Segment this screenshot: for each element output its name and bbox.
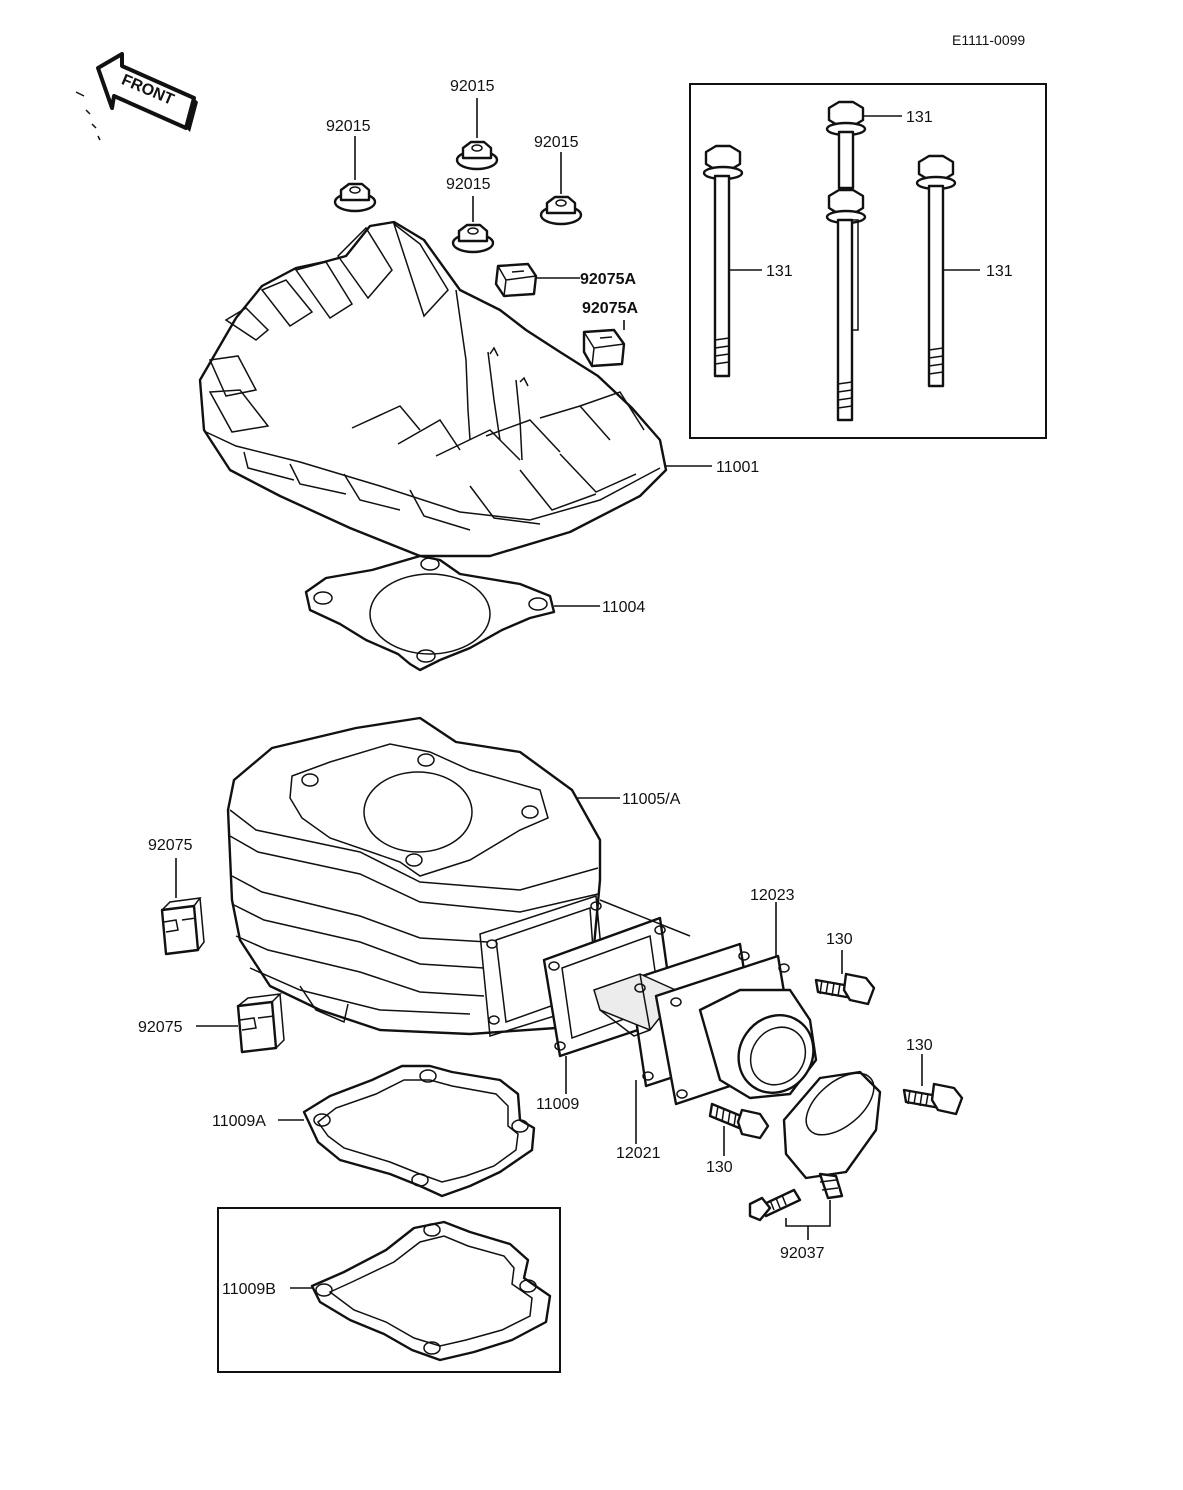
label-130-lower: 130 — [706, 1159, 733, 1176]
label-130-upper: 130 — [826, 931, 853, 948]
label-92075A-upper: 92075A — [580, 271, 636, 288]
label-92015-left: 92015 — [326, 118, 371, 135]
rubber-damper-icon — [236, 992, 285, 1054]
cylinder-head-part — [198, 220, 668, 558]
document-code: E1111-0099 — [952, 32, 1025, 48]
label-92037: 92037 — [780, 1245, 825, 1262]
stud-bolt-icon — [825, 188, 867, 422]
label-11005A: 11005/A — [622, 791, 681, 808]
label-12023: 12023 — [750, 887, 795, 904]
flange-nut-icon — [451, 223, 495, 254]
cylinder-block-part — [226, 716, 607, 1037]
screw-icon — [708, 1102, 770, 1140]
intake-pipe-part — [654, 954, 818, 1106]
label-92015-top: 92015 — [450, 78, 495, 95]
stud-bolt-icon — [915, 154, 957, 388]
label-131-top: 131 — [906, 109, 933, 126]
screw-icon — [814, 972, 876, 1006]
flange-nut-icon — [539, 195, 583, 226]
label-11004: 11004 — [602, 599, 645, 616]
label-92075-upper: 92075 — [148, 837, 193, 854]
label-92015-right: 92015 — [534, 134, 579, 151]
stud-bolt-icon — [825, 100, 867, 190]
label-131-right: 131 — [986, 263, 1013, 280]
screw-icon — [748, 1188, 802, 1222]
alt-gasket-frame — [217, 1207, 561, 1373]
label-92075-lower: 92075 — [138, 1019, 183, 1036]
base-gasket-b-part — [310, 1220, 552, 1362]
label-12021: 12021 — [616, 1145, 661, 1162]
rubber-damper-icon — [160, 897, 205, 956]
label-130-right: 130 — [906, 1037, 933, 1054]
front-arrow-icon: FRONT — [75, 52, 198, 141]
label-131-left: 131 — [766, 263, 793, 280]
head-gasket-part — [304, 554, 556, 672]
label-11009: 11009 — [536, 1096, 579, 1113]
flange-nut-icon — [455, 140, 499, 171]
rubber-damper-icon — [494, 262, 538, 298]
flange-nut-icon — [333, 182, 377, 213]
base-gasket-a-part — [302, 1064, 536, 1198]
label-92015-center: 92015 — [446, 176, 491, 193]
label-11009A: 11009A — [212, 1113, 266, 1130]
label-11001: 11001 — [716, 459, 759, 476]
rubber-damper-icon — [582, 328, 626, 368]
label-92075A-lower: 92075A — [582, 300, 638, 317]
stud-bolt-icon — [702, 144, 744, 378]
stud-bolt-group-frame — [689, 83, 1047, 439]
hose-clamp-part — [782, 1070, 882, 1200]
screw-icon — [902, 1082, 964, 1116]
label-11009B: 11009B — [222, 1281, 276, 1298]
